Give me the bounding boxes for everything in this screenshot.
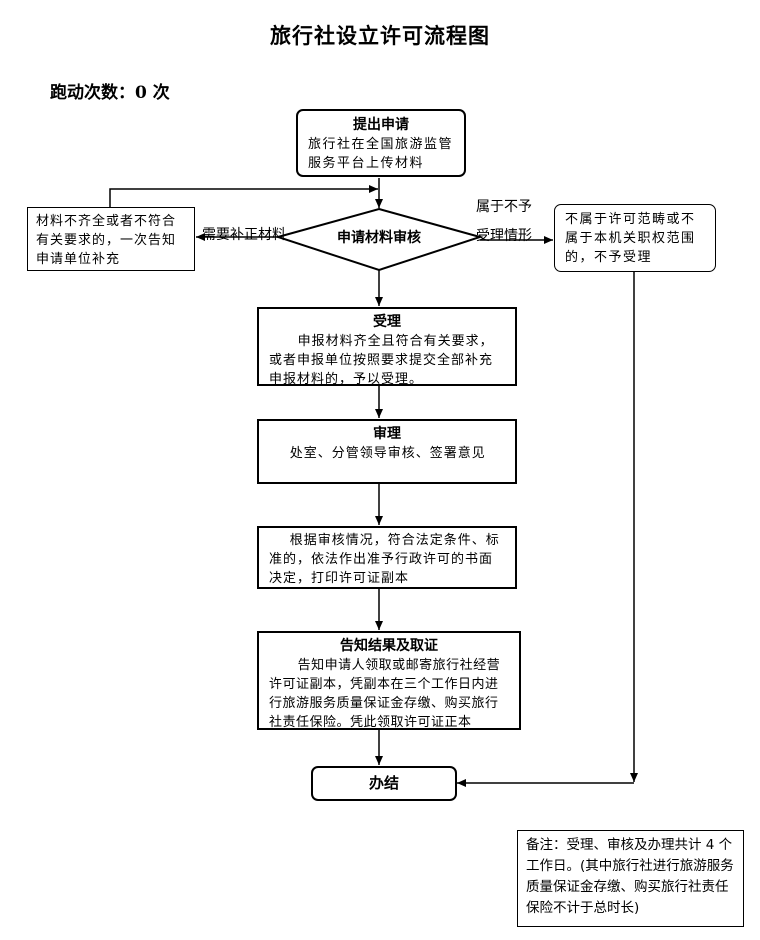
node-reject: 不属于许可范畴或不属于本机关职权范围的，不予受理 (554, 204, 716, 272)
node-accept-body: 申报材料齐全且符合有关要求，或者申报单位按照要求提交全部补充申报材料的，予以受理… (269, 334, 494, 387)
node-examine-title: 审理 (373, 426, 401, 442)
edge-label-not-belong-2: 受理情形 (476, 228, 532, 244)
node-supplement-body: 材料不齐全或者不符合有关要求的，一次告知申请单位补充 (36, 214, 177, 267)
edge-supplement-loop (109, 185, 378, 207)
node-finish: 办结 (311, 766, 457, 801)
node-accept-title: 受理 (373, 314, 401, 330)
node-examine-body: 处室、分管领导审核、签署意见 (289, 446, 486, 461)
node-examine: 审理 处室、分管领导审核、签署意见 (257, 419, 517, 484)
node-accept: 受理 申报材料齐全且符合有关要求，或者申报单位按照要求提交全部补充申报材料的，予… (257, 307, 517, 387)
node-reject-body: 不属于许可范畴或不属于本机关职权范围的，不予受理 (565, 212, 696, 265)
edge-label-not-belong-1: 属于不予 (476, 199, 532, 215)
node-finish-title: 办结 (368, 774, 399, 792)
node-decide: 根据审核情况，符合法定条件、标准的，依法作出准予行政许可的书面决定，打印许可证副… (257, 526, 517, 589)
node-submit-body: 旅行社在全国旅游监管服务平台上传材料 (308, 137, 454, 171)
run-count: 跑动次数：0 次 (50, 83, 170, 103)
remark-note: 备注：受理、审核及办理共计 4 个工作日。(其中旅行社进行旅游服务质量保证金存缴… (517, 830, 744, 927)
node-submit-title: 提出申请 (353, 117, 409, 133)
page-title: 旅行社设立许可流程图 (270, 23, 490, 48)
node-submit-application: 提出申请 旅行社在全国旅游监管服务平台上传材料 (296, 109, 466, 177)
node-notify-result: 告知结果及取证 告知申请人领取或邮寄旅行社经营许可证副本，凭副本在三个工作日内进… (257, 631, 521, 730)
node-supplement: 材料不齐全或者不符合有关要求的，一次告知申请单位补充 (27, 207, 195, 271)
node-review-title: 申请材料审核 (337, 230, 421, 246)
edge-label-need-supplement: 需要补正材料 (202, 227, 286, 243)
node-decide-body: 根据审核情况，符合法定条件、标准的，依法作出准予行政许可的书面决定，打印许可证副… (269, 533, 500, 586)
node-notify-body: 告知申请人领取或邮寄旅行社经营许可证副本，凭副本在三个工作日内进行旅游服务质量保… (269, 658, 501, 730)
node-notify-title: 告知结果及取证 (340, 638, 438, 654)
